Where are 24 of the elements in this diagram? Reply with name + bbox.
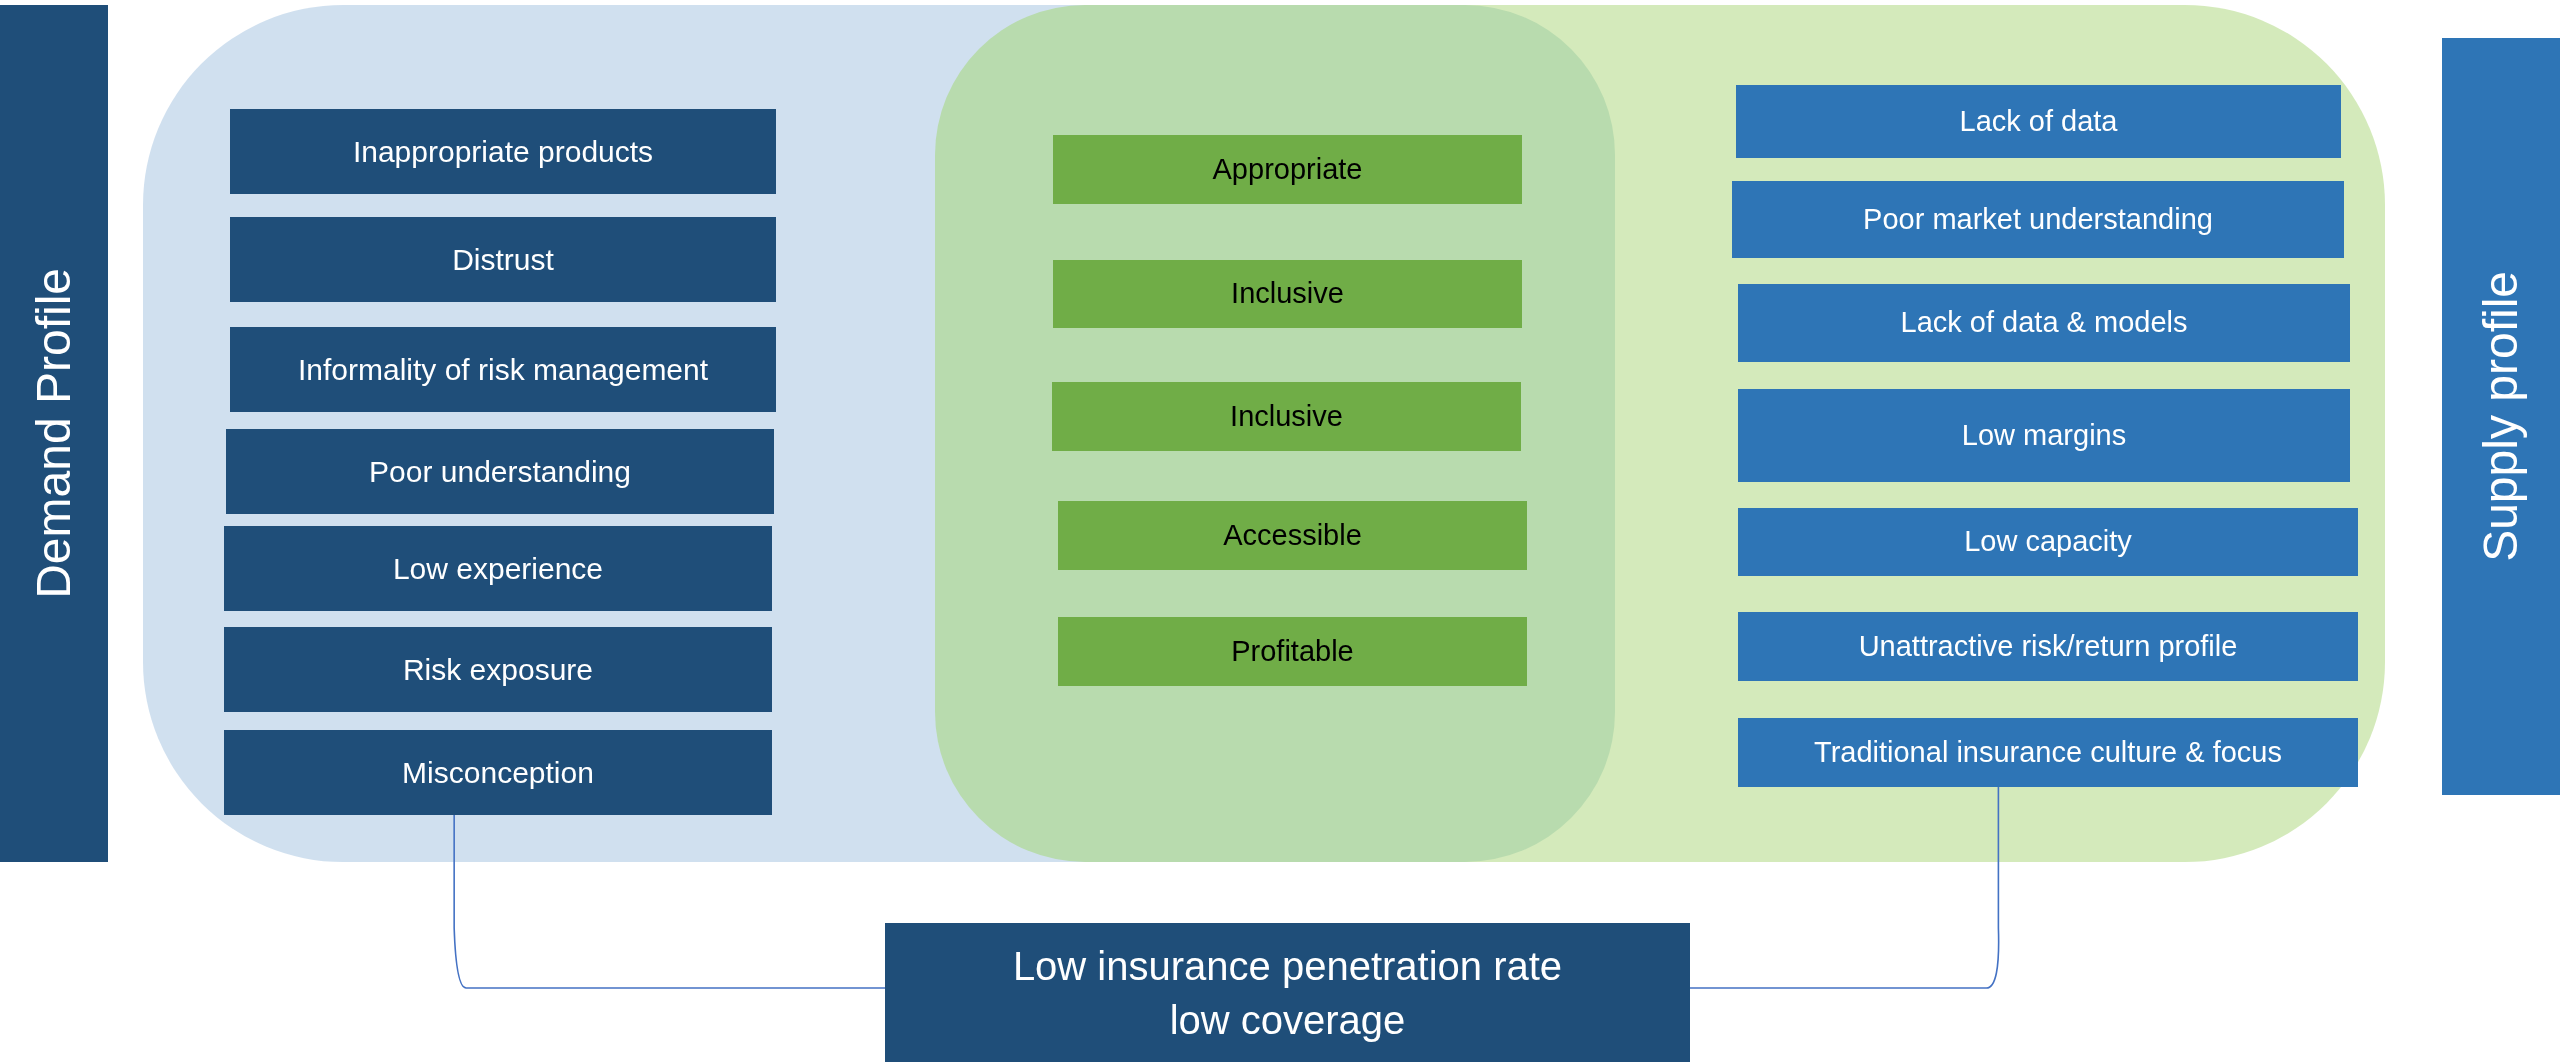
goal-box: Inclusive [1052,382,1521,451]
goal-box: Accessible [1058,501,1527,570]
result-box: Low insurance penetration rate low coverage [885,923,1690,1062]
demand-factor-box: Poor understanding [226,429,774,514]
demand-factor-box: Low experience [224,526,772,611]
demand-factor-box: Misconception [224,730,772,815]
demand-factor-box: Informality of risk management [230,327,776,412]
demand-factor-box: Distrust [230,217,776,302]
side-banner: Demand Profile [0,5,108,862]
supply-factor-box: Low margins [1738,389,2350,482]
side-banner: Supply profile [2442,38,2560,795]
goal-box: Inclusive [1053,260,1522,328]
supply-factor-box: Lack of data [1736,85,2341,158]
goal-box: Appropriate [1053,135,1522,204]
supply-factor-box: Traditional insurance culture & focus [1738,718,2358,787]
connector-line [1689,786,2000,989]
supply-factor-box: Lack of data & models [1738,284,2350,362]
goal-box: Profitable [1058,617,1527,686]
supply-factor-box: Unattractive risk/return profile [1738,612,2358,681]
connector-line [453,814,886,989]
supply-factor-box: Poor market understanding [1732,181,2344,258]
supply-factor-box: Low capacity [1738,508,2358,576]
demand-factor-box: Inappropriate products [230,109,776,194]
demand-factor-box: Risk exposure [224,627,772,712]
